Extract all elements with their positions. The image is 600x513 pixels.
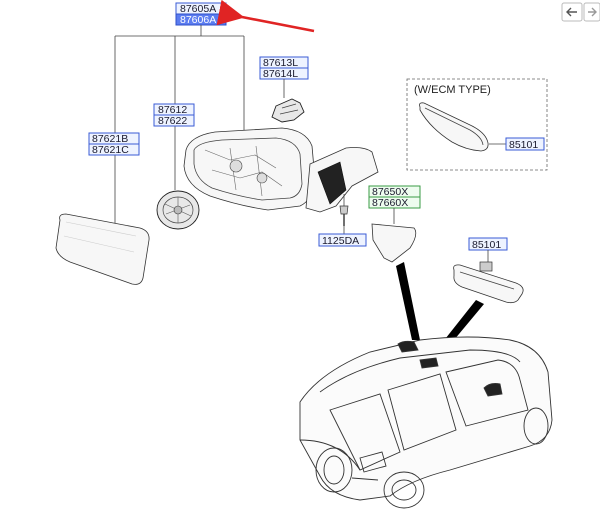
label-87612: 87612 <box>158 104 187 116</box>
arrow-left-icon <box>566 7 577 17</box>
label-87621B: 87621B <box>92 133 128 145</box>
car-drawing <box>299 336 553 509</box>
label-85101-ecm: 85101 <box>509 139 538 151</box>
label-85101: 85101 <box>472 239 501 251</box>
label-cap[interactable]: 87650X 87660X <box>368 185 421 209</box>
label-inside-mirror[interactable]: 85101 <box>468 237 508 251</box>
label-ecm-part[interactable]: 85101 <box>505 137 545 151</box>
mirror-base-drawing <box>305 147 379 213</box>
label-screw[interactable]: 1125DA <box>318 233 367 247</box>
label-87622: 87622 <box>158 115 187 127</box>
ecm-title: (W/ECM TYPE) <box>414 84 491 96</box>
label-mirror-assy[interactable]: 87605A 87606A <box>175 2 227 26</box>
label-actuator[interactable]: 87612 87622 <box>153 103 195 127</box>
highlight-arrow <box>216 0 315 33</box>
forward-button[interactable] <box>583 2 600 22</box>
label-87606A: 87606A <box>180 14 216 26</box>
ecm-group: (W/ECM TYPE) 85101 <box>406 78 548 171</box>
mirror-housing-drawing <box>183 127 316 211</box>
ecm-mirror-drawing <box>419 102 489 152</box>
label-87614L: 87614L <box>263 68 298 80</box>
label-1125DA: 1125DA <box>322 235 359 247</box>
label-glass[interactable]: 87621B 87621C <box>88 132 140 156</box>
label-cover[interactable]: 87613L 87614L <box>259 56 309 80</box>
inside-mirror-drawing <box>453 261 524 304</box>
mirror-glass-drawing <box>55 213 150 285</box>
arrow-right-icon <box>588 7 597 17</box>
label-87621C: 87621C <box>92 144 129 156</box>
screw-drawing <box>339 205 349 226</box>
label-87613L: 87613L <box>263 57 298 69</box>
back-button[interactable] <box>561 2 583 22</box>
pointer-wedge-left <box>396 262 420 340</box>
actuator-drawing <box>156 190 200 230</box>
label-87650X: 87650X <box>372 186 408 198</box>
cap-drawing <box>371 223 417 263</box>
label-87605A: 87605A <box>180 3 216 15</box>
label-87660X: 87660X <box>372 197 408 209</box>
cover-clip-drawing <box>271 98 305 123</box>
